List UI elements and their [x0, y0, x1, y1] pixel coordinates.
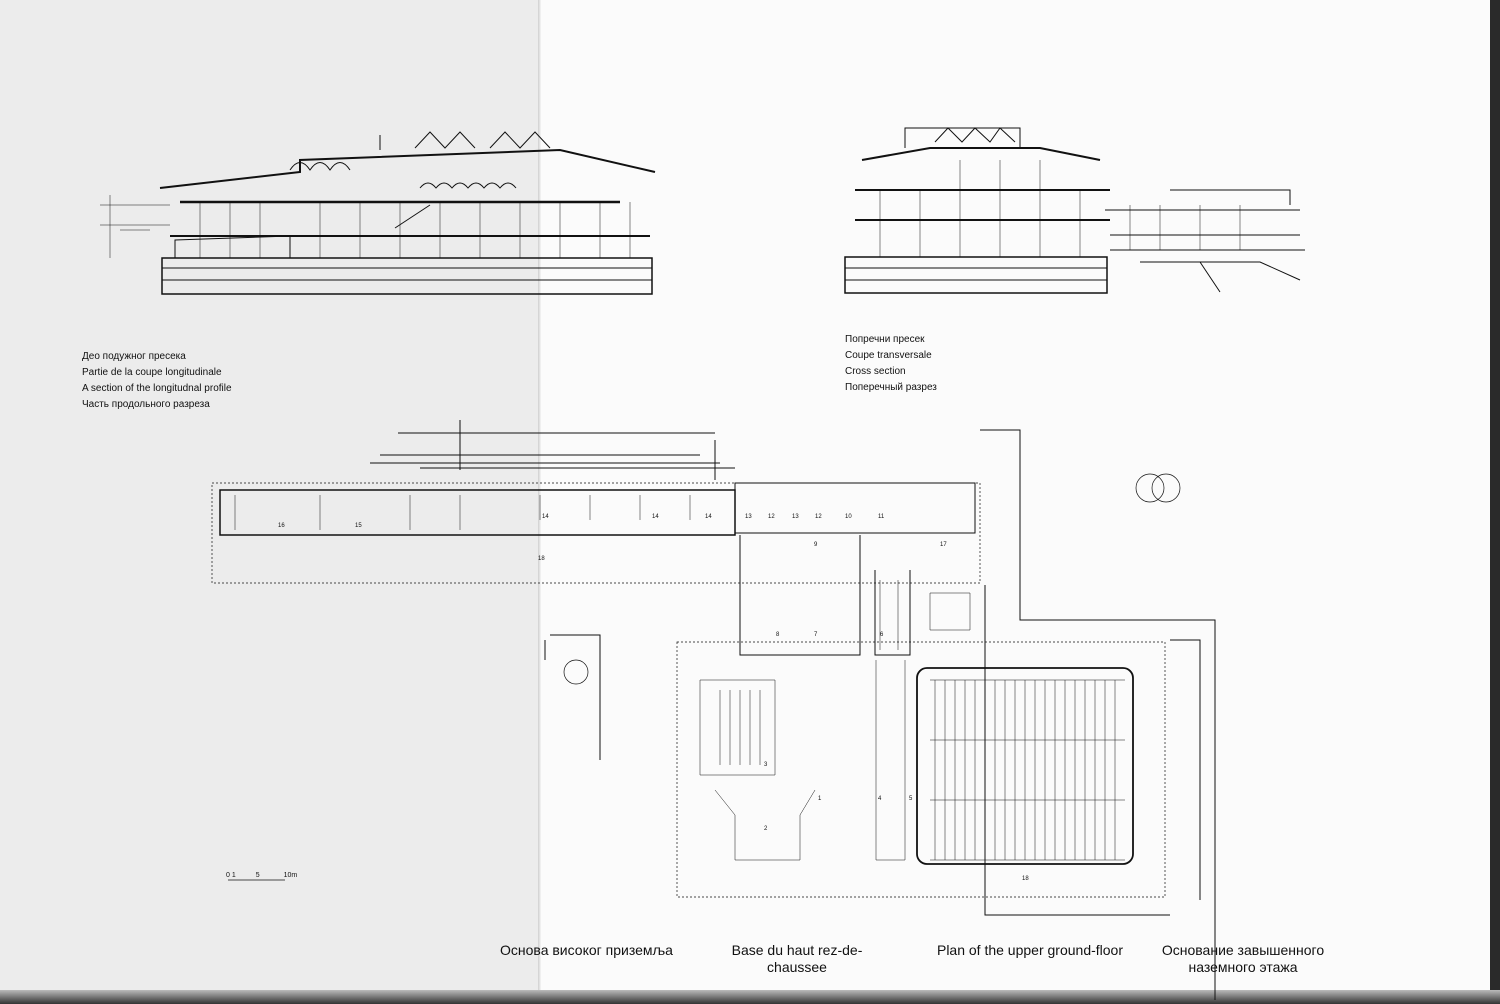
room-number: 3 — [764, 762, 768, 768]
plan-title-russian: Основание завышенного наземного этажа — [1161, 942, 1325, 975]
left-page — [0, 0, 540, 1004]
scale-label: 5 — [255, 872, 260, 879]
cross-section — [844, 127, 1305, 294]
scale-label: 10m — [283, 872, 298, 879]
room-number: 12 — [815, 514, 822, 520]
room-number: 6 — [880, 632, 884, 638]
longitudinal-section — [100, 131, 656, 295]
room-number: 11 — [878, 514, 885, 520]
room-number: 13 — [745, 514, 752, 520]
plan-title-french: Base du haut rez-de-chaussee — [731, 942, 863, 975]
room-number: 14 — [652, 514, 659, 520]
sheet-edge — [1490, 0, 1500, 1004]
scale-label: 0 — [226, 872, 230, 879]
caption-line: A section of the longitudnal profile — [82, 383, 232, 394]
caption-line: Део подужног пресека — [82, 351, 186, 362]
room-number: 13 — [792, 514, 799, 520]
room-number: 4 — [878, 796, 882, 802]
room-number: 10 — [845, 514, 852, 520]
room-number: 5 — [909, 796, 913, 802]
room-number: 9 — [814, 542, 818, 548]
room-number: 16 — [278, 523, 285, 529]
sheet-bottom-edge — [0, 990, 1500, 1004]
room-number: 8 — [776, 632, 780, 638]
cross-section-caption: Попречни пресек Coupe transversale Cross… — [845, 332, 937, 396]
caption-line: Coupe transversale — [845, 350, 932, 361]
room-number: 18 — [538, 556, 545, 562]
room-number: 2 — [764, 826, 768, 832]
caption-line: Часть продольного разреза — [82, 399, 210, 410]
room-number: 18 — [1022, 876, 1029, 882]
room-number: 7 — [814, 632, 818, 638]
room-numbers: 16 15 14 14 14 13 12 13 12 11 10 9 8 7 6… — [278, 514, 1029, 882]
room-number: 12 — [768, 514, 775, 520]
caption-line: Partie de la coupe longitudinale — [82, 367, 222, 378]
ground-floor-plan — [211, 420, 1216, 1000]
room-number: 1 — [818, 796, 822, 802]
caption-line: Поперечный разрез — [845, 382, 937, 393]
page-fold — [538, 0, 541, 1004]
scale-label: 1 — [231, 872, 236, 879]
longitudinal-section-caption: Део подужног пресека Partie de la coupe … — [82, 349, 232, 413]
plan-title-english: Plan of the upper ground-floor — [936, 942, 1123, 958]
scale-bar: 0 1 5 10m — [226, 872, 297, 879]
room-number: 14 — [542, 514, 549, 520]
room-number: 15 — [355, 523, 362, 529]
room-number: 17 — [940, 542, 947, 548]
room-number: 14 — [705, 514, 712, 520]
caption-line: Cross section — [845, 366, 906, 377]
caption-line: Попречни пресек — [845, 334, 925, 345]
plan-title-serbian: Основа високог приземља — [500, 942, 673, 958]
